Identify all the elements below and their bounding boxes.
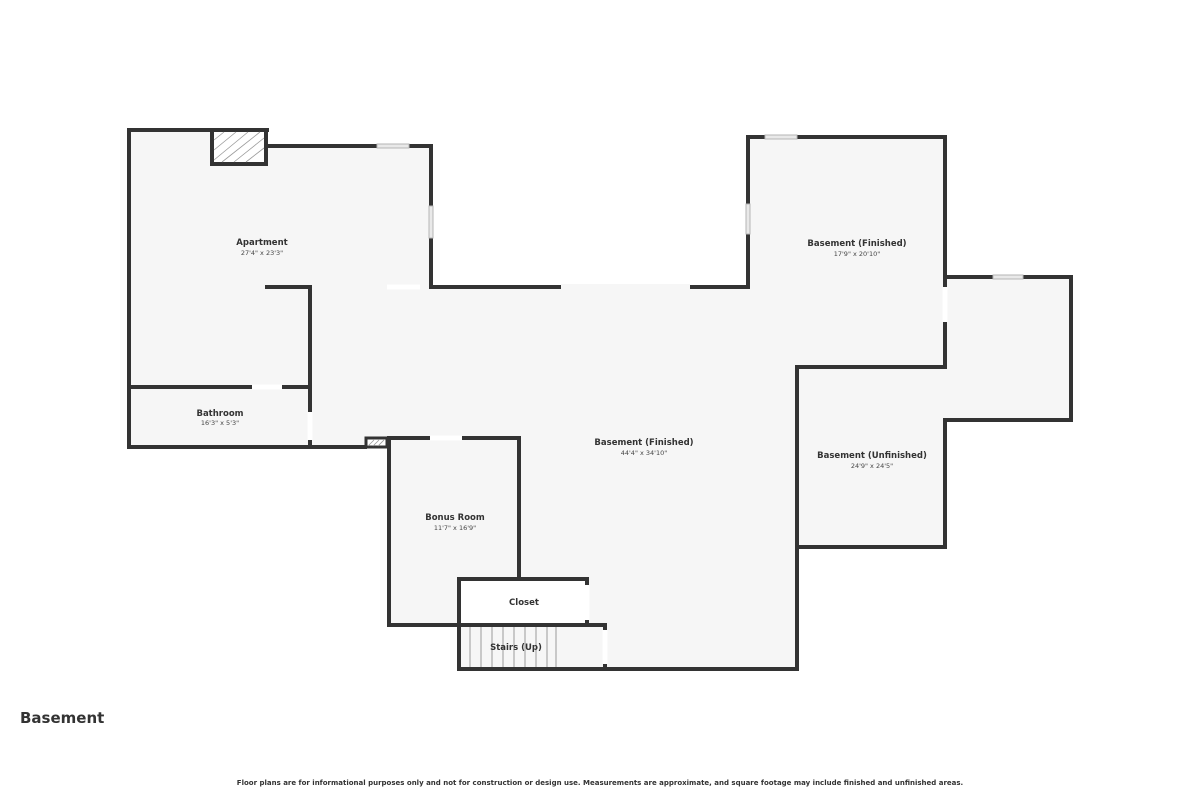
- floor-title: Basement: [20, 709, 105, 727]
- closet-label: Closet: [509, 598, 539, 608]
- bathroom-dims: 16'3" x 5'3": [201, 419, 239, 427]
- wall-openings: [252, 284, 948, 664]
- disclaimer: Floor plans are for informational purpos…: [236, 779, 964, 787]
- chimney: [210, 128, 268, 166]
- basement-unfinished-label: Basement (Unfinished): [817, 451, 927, 461]
- bonus-room-label: Bonus Room: [425, 513, 485, 523]
- basement-ne-label: Basement (Finished): [807, 239, 906, 249]
- apartment-label: Apartment: [236, 238, 287, 248]
- floor-fill: [129, 130, 1071, 669]
- basement-main-label: Basement (Finished): [594, 438, 693, 448]
- windows: [376, 134, 1024, 280]
- stairs-label: Stairs (Up): [490, 643, 542, 653]
- bathroom-label: Bathroom: [196, 409, 243, 419]
- basement-ne-dims: 17'9" x 20'10": [834, 250, 880, 258]
- apartment-dims: 27'4" x 23'3": [241, 249, 283, 257]
- small-post: [364, 436, 389, 449]
- basement-unfinished-dims: 24'9" x 24'5": [851, 462, 893, 470]
- basement-main-dims: 44'4" x 34'10": [621, 449, 667, 457]
- stairs-treads: [469, 627, 557, 667]
- bonus-room-dims: 11'7" x 16'9": [434, 524, 476, 532]
